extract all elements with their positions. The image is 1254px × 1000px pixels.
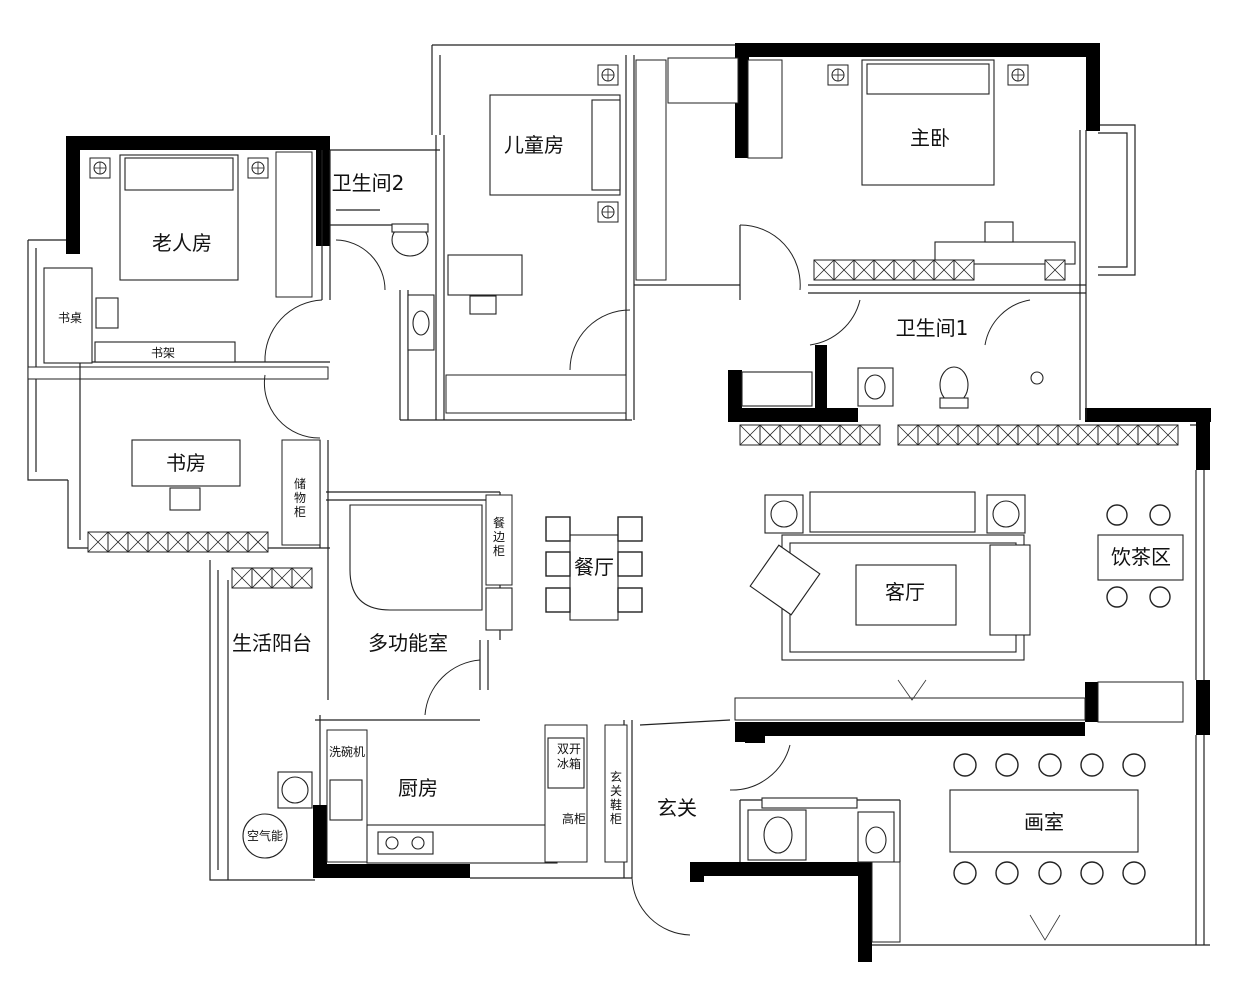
label-bathroom-1: 卫生间1 bbox=[896, 316, 969, 340]
walls bbox=[66, 43, 1211, 962]
label-fridge-1: 双开 bbox=[557, 742, 581, 756]
room-labels: 老人房 卫生间2 儿童房 主卧 卫生间1 书房 餐厅 客厅 饮茶区 生活阳台 多… bbox=[152, 126, 1171, 834]
label-master-bedroom: 主卧 bbox=[910, 126, 950, 150]
label-entrance: 玄关 bbox=[657, 796, 697, 820]
label-storage-cabinet-1: 储 bbox=[294, 476, 306, 491]
label-storage-cabinet-3: 柜 bbox=[294, 505, 306, 519]
label-dining-room: 餐厅 bbox=[574, 555, 614, 579]
label-tea-area: 饮茶区 bbox=[1111, 545, 1171, 569]
label-sideboard-1: 餐 bbox=[493, 515, 505, 530]
label-desk: 书桌 bbox=[58, 311, 82, 325]
label-kitchen: 厨房 bbox=[398, 776, 438, 800]
label-studio: 画室 bbox=[1024, 810, 1064, 834]
label-shoe-cabinet-1: 玄 bbox=[610, 769, 622, 784]
furniture bbox=[43, 57, 1184, 943]
label-bathroom-2: 卫生间2 bbox=[332, 171, 405, 195]
label-multi-function-room: 多功能室 bbox=[368, 631, 448, 655]
label-bookshelf: 书架 bbox=[151, 346, 175, 360]
label-shoe-cabinet-4: 柜 bbox=[610, 812, 622, 826]
label-sideboard-2: 边 bbox=[493, 530, 505, 544]
label-service-balcony: 生活阳台 bbox=[232, 631, 312, 655]
label-living-room: 客厅 bbox=[885, 580, 925, 604]
label-shoe-cabinet-2: 关 bbox=[610, 784, 622, 798]
label-sideboard-3: 柜 bbox=[493, 544, 505, 558]
doors bbox=[263, 224, 1031, 936]
label-elderly-room: 老人房 bbox=[152, 231, 212, 255]
label-fridge-2: 冰箱 bbox=[557, 756, 581, 771]
label-study: 书房 bbox=[166, 451, 206, 475]
label-children-room: 儿童房 bbox=[504, 133, 564, 157]
label-dishwasher: 洗碗机 bbox=[329, 744, 365, 759]
label-shoe-cabinet-3: 鞋 bbox=[610, 797, 622, 812]
label-tall-cabinet: 高柜 bbox=[562, 811, 586, 826]
fixture-labels: 书桌 书架 储 物 柜 餐 边 柜 洗碗机 双开 冰箱 玄 关 鞋 柜 高柜 空… bbox=[58, 311, 622, 843]
label-storage-cabinet-2: 物 bbox=[294, 491, 306, 505]
label-heat-pump: 空气能 bbox=[247, 828, 283, 843]
